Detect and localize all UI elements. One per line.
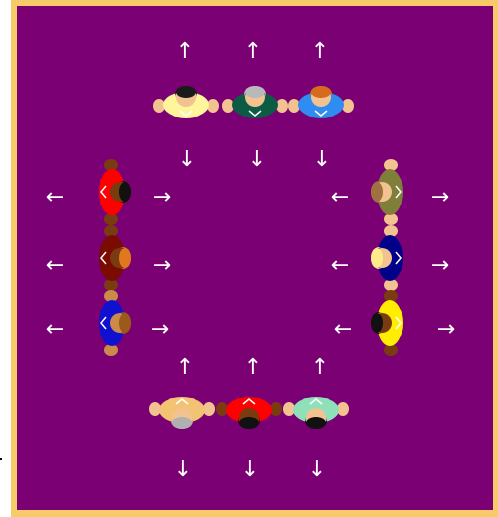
dancer-hair-top [245, 86, 265, 98]
dancer-hair-top [311, 86, 331, 98]
dancer-hair-top [172, 417, 192, 429]
board-floor [17, 6, 493, 510]
arrow-left-icon: ← [46, 253, 64, 278]
arrow-right-icon: → [431, 185, 449, 210]
arrow-down-icon: ↓ [308, 457, 326, 482]
board-edge-marker [0, 458, 2, 460]
dancer-hair-top [119, 248, 131, 268]
arrow-left-icon: ← [46, 185, 64, 210]
dancer-hair-top [119, 313, 131, 333]
arrow-down-icon: ↓ [178, 147, 196, 172]
dancer-hair-top [176, 86, 196, 98]
arrow-down-icon: ↓ [241, 457, 259, 482]
dancer-hair-top [371, 248, 383, 268]
arrow-up-icon: ↑ [176, 355, 194, 380]
arrow-up-icon: ↑ [311, 39, 329, 64]
arrow-right-icon: → [431, 253, 449, 278]
arrow-up-icon: ↑ [244, 355, 262, 380]
arrow-up-icon: ↑ [176, 39, 194, 64]
dancer-hair-top [371, 313, 383, 333]
arrow-left-icon: ← [331, 253, 349, 278]
arrow-right-icon: → [437, 317, 455, 342]
dancer-hair-top [119, 182, 131, 202]
dancer-hair-top [239, 417, 259, 429]
dancer-hair-top [371, 182, 383, 202]
arrow-up-icon: ↑ [311, 355, 329, 380]
arrow-up-icon: ↑ [244, 39, 262, 64]
arrow-left-icon: ← [331, 185, 349, 210]
arrow-right-icon: → [153, 253, 171, 278]
arrow-right-icon: → [151, 317, 169, 342]
arrow-down-icon: ↓ [248, 147, 266, 172]
dancer-hair-top [306, 417, 326, 429]
arrow-left-icon: ← [46, 317, 64, 342]
arrow-left-icon: ← [334, 317, 352, 342]
arrow-down-icon: ↓ [313, 147, 331, 172]
arrow-right-icon: → [153, 185, 171, 210]
arrow-down-icon: ↓ [174, 457, 192, 482]
